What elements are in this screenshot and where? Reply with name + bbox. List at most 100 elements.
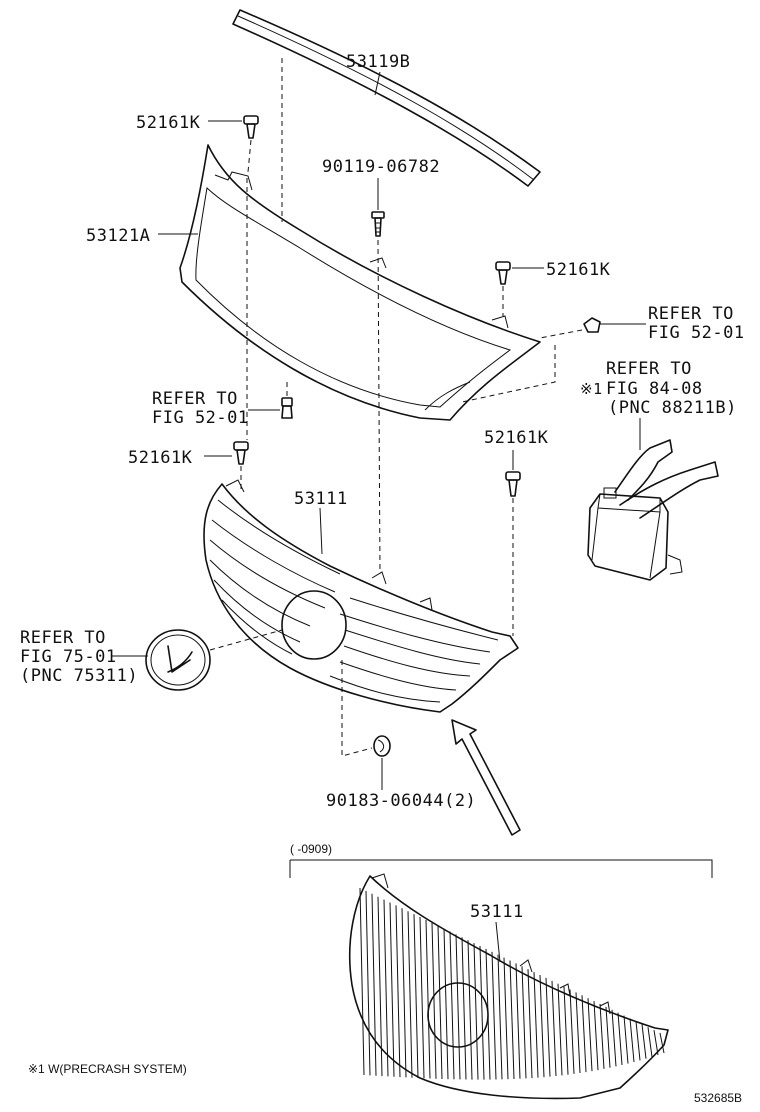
- grille-alt-slat: [479, 945, 485, 1080]
- grille-alt-slat: [431, 922, 437, 1079]
- grille-alt-slat: [437, 925, 443, 1080]
- refer-75-01-line1: REFER TO: [20, 628, 106, 648]
- grille-alt-slat: [587, 998, 593, 1072]
- grille-alt-slat: [377, 896, 383, 1077]
- grille-alt-slat: [461, 937, 467, 1080]
- grille-alt-slat: [449, 931, 455, 1080]
- clip-52161k-top[interactable]: [243, 115, 259, 139]
- grille-alt-slat: [455, 934, 461, 1080]
- label-53111-alt: 53111: [470, 902, 524, 922]
- dash-bolt-frame: [539, 329, 583, 339]
- bolt-refer-52-01-right[interactable]: [583, 317, 601, 333]
- grille-alt-slat: [659, 1032, 665, 1054]
- dash-grille-nut: [341, 660, 373, 757]
- dash-clip-top: [247, 139, 252, 173]
- grille-alt-slat: [425, 919, 431, 1079]
- grille-alt-slat: [635, 1021, 641, 1061]
- refer-84-08-line1: REFER TO: [606, 359, 692, 379]
- range-bracket: [289, 859, 713, 878]
- grille-alt-slat: [383, 899, 389, 1077]
- diagram-id: 532685B: [694, 1091, 742, 1105]
- leader-53111: [319, 507, 323, 555]
- grille-alt-slat: [443, 928, 449, 1080]
- grille-alt-slat: [647, 1027, 653, 1057]
- grille-alt-slat: [617, 1012, 623, 1066]
- refer-84-08-line3: (PNC 88211B): [608, 398, 737, 418]
- grille-alt-slat: [527, 969, 533, 1079]
- frame-53121a[interactable]: [179, 144, 541, 421]
- range-label: ( -0909): [290, 842, 332, 856]
- refer-75-01-line2: FIG 75-01: [20, 647, 117, 667]
- grille-alt-slat: [623, 1015, 629, 1064]
- label-52161k-right: 52161K: [546, 260, 611, 280]
- clip-52161k-right-lower[interactable]: [505, 471, 521, 497]
- label-52161k-top: 52161K: [136, 113, 201, 133]
- grille-alt-slat: [581, 995, 587, 1073]
- dash-emblem-grille: [209, 629, 283, 651]
- grille-alt-slat: [599, 1003, 605, 1069]
- grille-alt-slat: [371, 893, 377, 1076]
- grille-alt-slat: [473, 943, 479, 1080]
- lexus-emblem[interactable]: [145, 629, 211, 691]
- grille-alt-slat: [629, 1018, 635, 1063]
- grille-alt-slat: [545, 977, 551, 1077]
- grille-alt-slat: [503, 957, 509, 1080]
- grille-alt-slat: [605, 1006, 611, 1068]
- grille-alt-slat: [533, 972, 539, 1078]
- grille-alt-slat: [593, 1001, 599, 1071]
- grille-alt-slat: [575, 992, 581, 1074]
- clip-52161k-right[interactable]: [495, 261, 511, 285]
- leader-53111-alt: [495, 921, 501, 963]
- grille-alt-slat: [389, 902, 395, 1077]
- refer-52-01-left-line2: FIG 52-01: [152, 408, 249, 428]
- refer-52-01-right-line1: REFER TO: [648, 304, 734, 324]
- grille-alt-slat: [563, 986, 569, 1075]
- grille-alt-slat: [359, 887, 365, 1076]
- grille-alt-slat: [395, 905, 401, 1078]
- grille-alt-slat: [413, 914, 419, 1079]
- view-arrow: [451, 719, 521, 836]
- refer-52-01-right-line2: FIG 52-01: [648, 323, 745, 343]
- molding-53119b[interactable]: [232, 9, 541, 187]
- grille-alt-slat: [407, 911, 413, 1078]
- nut-90183-06044[interactable]: [373, 735, 391, 757]
- grille-alt-slat: [401, 908, 407, 1078]
- refer-75-01-line3: (PNC 75311): [20, 666, 138, 686]
- refer-84-08-line2: FIG 84-08: [606, 379, 703, 399]
- grille-alt-slat: [641, 1024, 647, 1059]
- grille-alt-slat: [365, 890, 371, 1076]
- grille-alt-slat: [521, 966, 527, 1079]
- grille-alt-slat: [569, 989, 575, 1074]
- label-90183-06044: 90183-06044(2): [326, 791, 476, 811]
- dash-bolt-frame-2: [461, 345, 556, 403]
- grille-alt-slat: [467, 940, 473, 1080]
- grille-53111-alt[interactable]: [348, 873, 669, 1100]
- grille-alt-slat: [509, 960, 515, 1080]
- footnote: ※1 W(PRECRASH SYSTEM): [28, 1062, 187, 1076]
- grille-alt-slat: [539, 974, 545, 1078]
- grille-alt-slat: [557, 983, 563, 1076]
- grille-alt-slat: [515, 963, 521, 1079]
- label-52161k-left: 52161K: [128, 448, 193, 468]
- label-53119b: 53119B: [346, 52, 410, 72]
- precrash-sensor[interactable]: [587, 439, 719, 581]
- label-53111: 53111: [294, 489, 348, 509]
- grille-alt-slat: [611, 1009, 617, 1067]
- grille-alt-slat: [497, 954, 503, 1080]
- grille-alt-slat: [491, 951, 497, 1080]
- screw-90119-06782[interactable]: [371, 211, 385, 237]
- clip-52161k-left[interactable]: [233, 441, 249, 465]
- label-52161k-right-lower: 52161K: [484, 428, 549, 448]
- bolt-refer-52-01-left[interactable]: [281, 397, 293, 419]
- grille-alt-slat: [419, 916, 425, 1079]
- leader-53119b: [374, 71, 381, 96]
- dash-screw-grille: [377, 239, 381, 573]
- grille-53111[interactable]: [203, 479, 519, 713]
- grille-alt-slat: [653, 1030, 659, 1056]
- grille-alt-slat: [551, 980, 557, 1077]
- refer-52-01-left-line1: REFER TO: [152, 389, 238, 409]
- label-90119-06782: 90119-06782: [322, 157, 440, 177]
- refer-84-08-mark: ※1: [580, 380, 603, 398]
